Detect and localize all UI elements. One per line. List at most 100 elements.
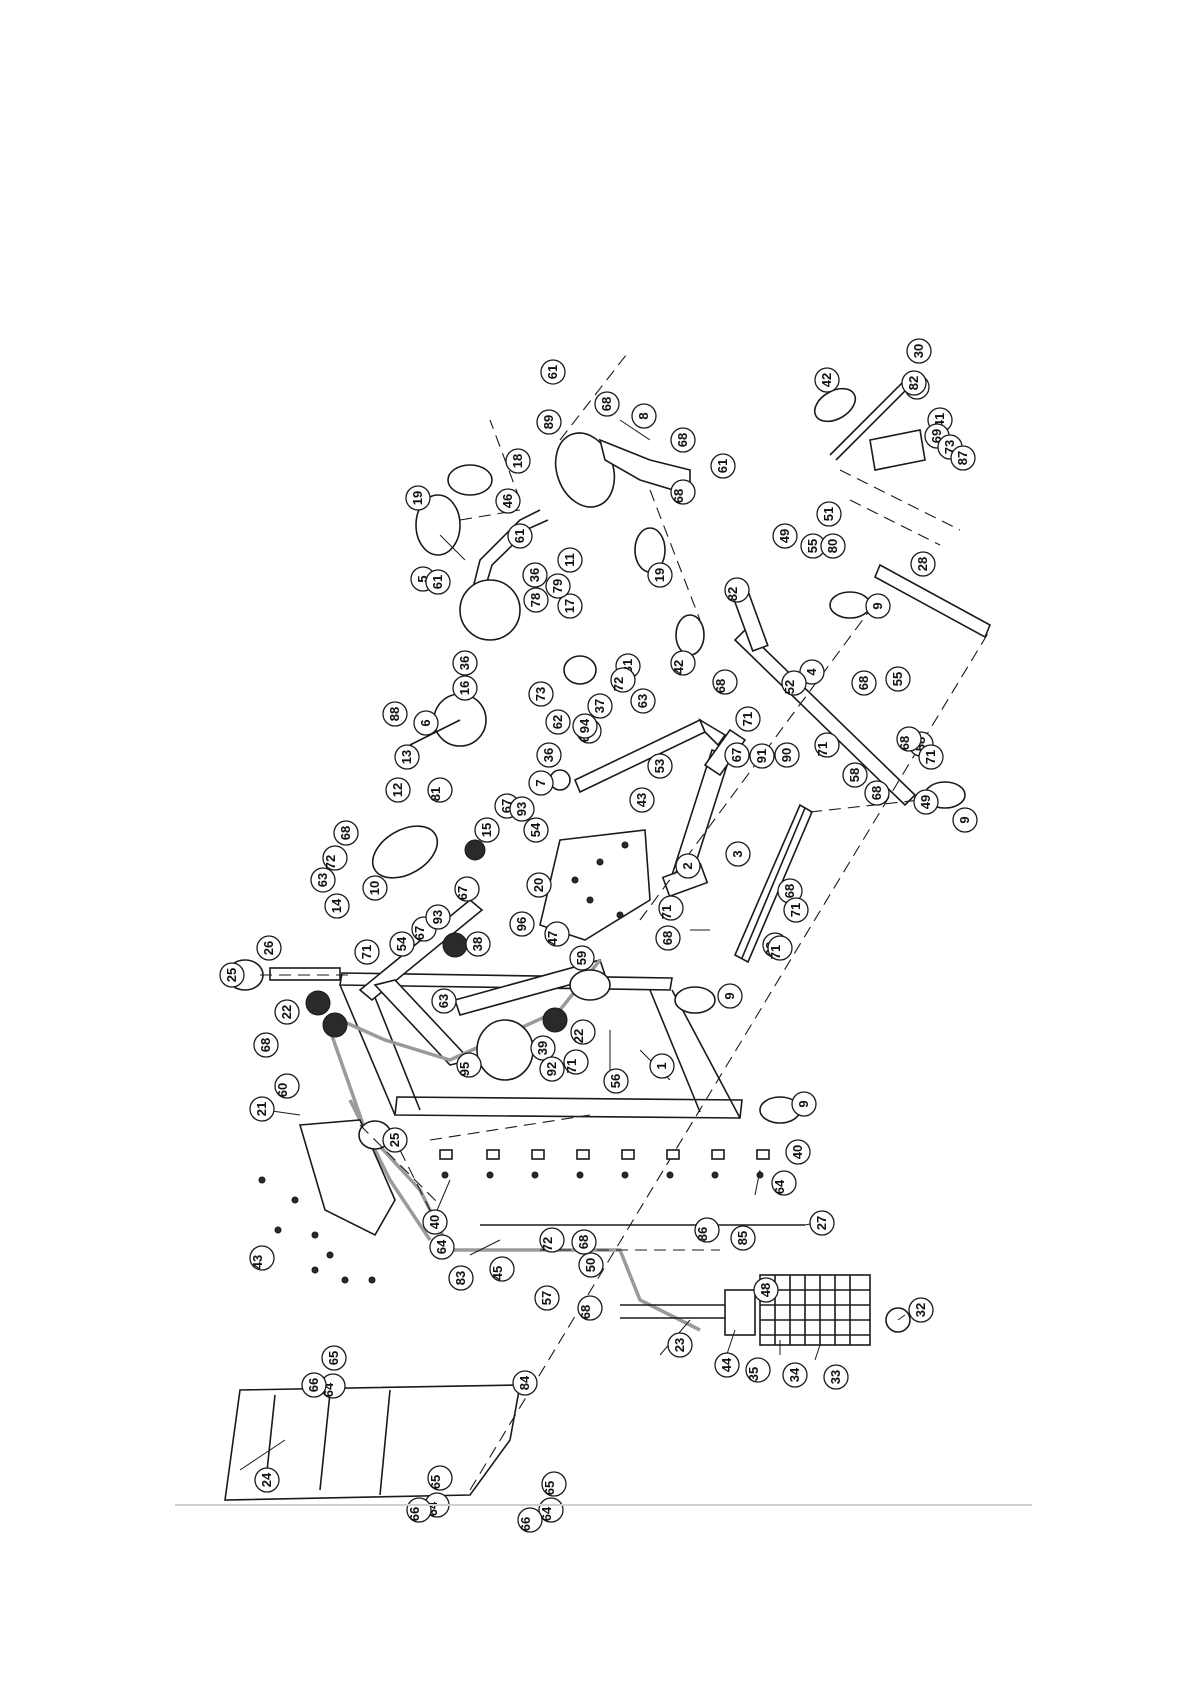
svg-text:71: 71 bbox=[788, 903, 803, 917]
svg-text:40: 40 bbox=[427, 1215, 442, 1229]
svg-text:58: 58 bbox=[847, 768, 862, 782]
callout-82a: 82 bbox=[901, 370, 927, 396]
callout-59: 59 bbox=[569, 945, 595, 971]
callout-88: 88 bbox=[382, 701, 408, 727]
svg-text:71: 71 bbox=[740, 712, 755, 726]
callout-40a: 40 bbox=[422, 1209, 448, 1235]
callout-68m: 68 bbox=[253, 1032, 279, 1058]
svg-text:82: 82 bbox=[725, 587, 740, 601]
callout-20: 20 bbox=[526, 872, 552, 898]
svg-text:71: 71 bbox=[923, 750, 938, 764]
callout-7: 7 bbox=[528, 770, 554, 796]
callout-68c: 68 bbox=[670, 479, 696, 505]
svg-text:88: 88 bbox=[387, 707, 402, 721]
svg-text:11: 11 bbox=[562, 553, 577, 567]
svg-text:67: 67 bbox=[412, 926, 427, 940]
svg-text:49: 49 bbox=[918, 795, 933, 809]
svg-text:68: 68 bbox=[782, 884, 797, 898]
callout-16: 16 bbox=[452, 675, 478, 701]
svg-text:2: 2 bbox=[680, 862, 695, 869]
pulley-15 bbox=[464, 839, 486, 861]
callout-66a: 66 bbox=[301, 1372, 327, 1398]
svg-text:73: 73 bbox=[533, 687, 548, 701]
callout-39: 39 bbox=[530, 1035, 556, 1061]
callout-40b: 40 bbox=[785, 1139, 811, 1165]
svg-text:54: 54 bbox=[528, 822, 543, 837]
callout-63c: 63 bbox=[431, 988, 457, 1014]
svg-text:15: 15 bbox=[479, 823, 494, 837]
svg-text:50: 50 bbox=[583, 1258, 598, 1272]
callout-92: 92 bbox=[539, 1056, 565, 1082]
callout-63b: 63 bbox=[310, 867, 336, 893]
callout-68a: 68 bbox=[594, 391, 620, 417]
callout-61a: 61 bbox=[540, 359, 566, 385]
svg-text:42: 42 bbox=[819, 373, 834, 387]
svg-text:36: 36 bbox=[457, 656, 472, 670]
callout-68f: 68 bbox=[851, 670, 877, 696]
svg-text:96: 96 bbox=[514, 917, 529, 931]
callout-24: 24 bbox=[254, 1467, 280, 1493]
callout-85: 85 bbox=[730, 1225, 756, 1251]
callout-25a: 25 bbox=[219, 962, 245, 988]
roller-pad-19b bbox=[447, 464, 493, 496]
callout-8: 8 bbox=[631, 403, 657, 429]
callout-65b: 65 bbox=[427, 1465, 453, 1491]
svg-text:91: 91 bbox=[754, 749, 769, 763]
callout-38: 38 bbox=[465, 931, 491, 957]
svg-text:72: 72 bbox=[540, 1237, 555, 1251]
svg-text:14: 14 bbox=[329, 898, 344, 913]
callout-55a: 55 bbox=[800, 533, 826, 559]
callout-93b: 93 bbox=[425, 904, 451, 930]
svg-text:59: 59 bbox=[574, 951, 589, 965]
callout-71e: 71 bbox=[767, 935, 793, 961]
callout-19a: 19 bbox=[405, 485, 431, 511]
svg-text:68: 68 bbox=[856, 676, 871, 690]
svg-text:9: 9 bbox=[796, 1100, 811, 1107]
svg-text:68: 68 bbox=[258, 1038, 273, 1052]
foot-9a bbox=[674, 986, 716, 1014]
callout-18: 18 bbox=[505, 448, 531, 474]
callout-79: 79 bbox=[545, 573, 571, 599]
callout-93a: 93 bbox=[509, 796, 535, 822]
svg-text:65: 65 bbox=[542, 1481, 557, 1495]
svg-text:35: 35 bbox=[746, 1367, 761, 1381]
svg-text:61: 61 bbox=[512, 529, 527, 543]
cam-plate bbox=[459, 579, 521, 641]
svg-text:66: 66 bbox=[306, 1378, 321, 1392]
svg-text:43: 43 bbox=[634, 793, 649, 807]
svg-text:30: 30 bbox=[911, 344, 926, 358]
svg-text:52: 52 bbox=[782, 680, 797, 694]
callout-71a: 71 bbox=[735, 706, 761, 732]
callout-56: 56 bbox=[603, 1068, 629, 1094]
svg-text:8: 8 bbox=[636, 412, 651, 419]
svg-text:92: 92 bbox=[544, 1062, 559, 1076]
callout-54b: 54 bbox=[389, 931, 415, 957]
svg-text:28: 28 bbox=[915, 557, 930, 571]
callout-46: 46 bbox=[495, 488, 521, 514]
callout-71b: 71 bbox=[814, 732, 840, 758]
callout-36a: 36 bbox=[522, 562, 548, 588]
callout-51: 51 bbox=[816, 501, 842, 527]
svg-text:68: 68 bbox=[713, 679, 728, 693]
svg-text:21: 21 bbox=[254, 1102, 269, 1116]
svg-text:63: 63 bbox=[315, 873, 330, 887]
svg-text:47: 47 bbox=[545, 931, 560, 945]
svg-text:4: 4 bbox=[804, 668, 819, 676]
svg-text:86: 86 bbox=[695, 1227, 710, 1241]
svg-text:19: 19 bbox=[652, 568, 667, 582]
callout-9a: 9 bbox=[717, 983, 743, 1009]
svg-text:53: 53 bbox=[652, 759, 667, 773]
callout-68b: 68 bbox=[670, 427, 696, 453]
svg-text:5: 5 bbox=[415, 575, 430, 582]
svg-text:9: 9 bbox=[870, 602, 885, 609]
callout-26: 26 bbox=[256, 935, 282, 961]
svg-text:46: 46 bbox=[500, 494, 515, 508]
callout-28: 28 bbox=[910, 551, 936, 577]
svg-text:71: 71 bbox=[564, 1059, 579, 1073]
svg-text:68: 68 bbox=[897, 736, 912, 750]
svg-text:83: 83 bbox=[453, 1271, 468, 1285]
svg-text:68: 68 bbox=[338, 826, 353, 840]
svg-text:27: 27 bbox=[814, 1216, 829, 1230]
callout-25b: 25 bbox=[382, 1127, 408, 1153]
